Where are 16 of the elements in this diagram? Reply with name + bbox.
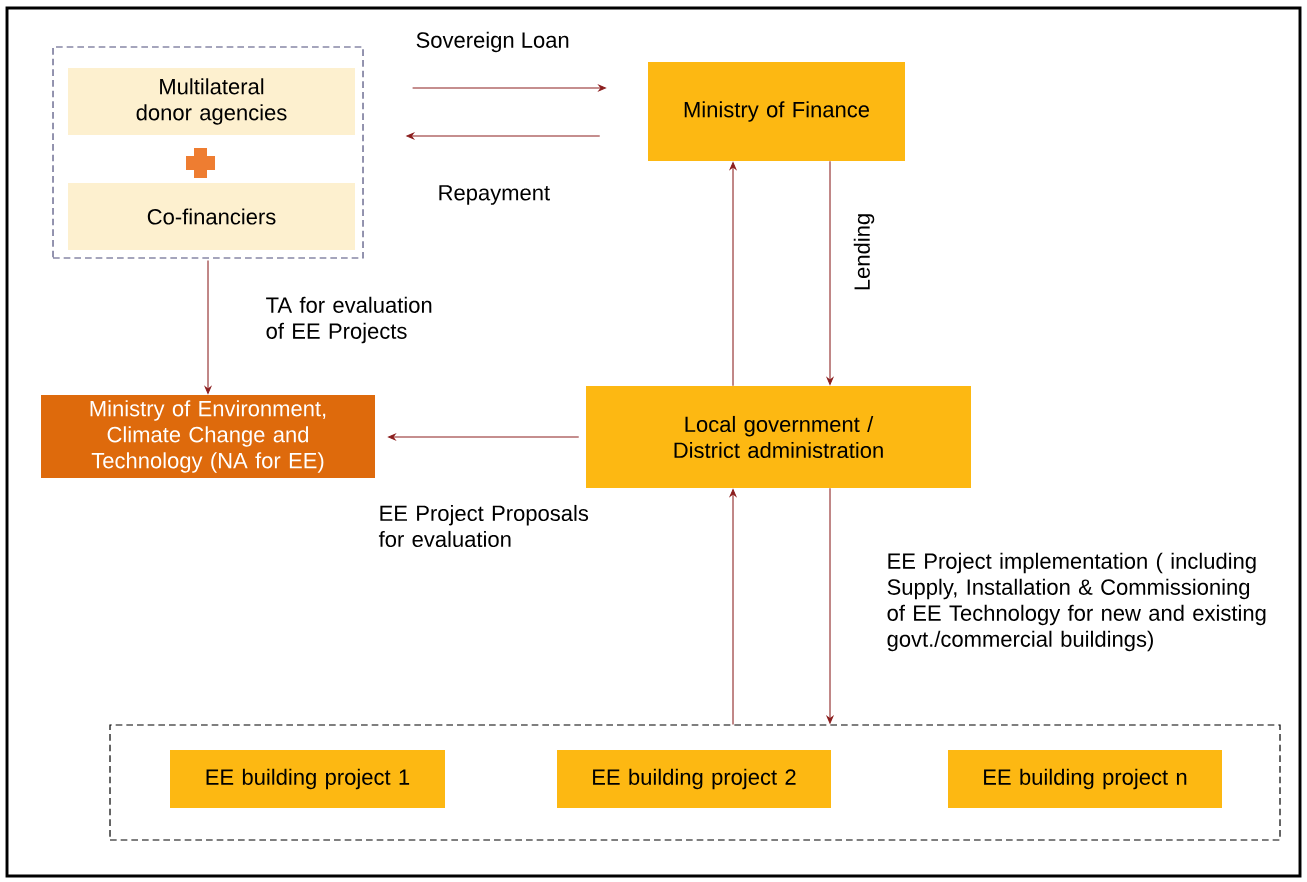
dashed-group-box <box>109 724 1281 841</box>
process-box: Co-financiers <box>68 183 355 250</box>
edge-label: Lending <box>853 214 875 290</box>
process-box: EE building project n <box>948 750 1222 808</box>
edge-label: EE Project implementation ( including Supply, Installation & Commissioning of EE Technology for new and existing govt./commercial buildings) <box>887 552 1266 652</box>
edge-label: TA for evaluation of EE Projects <box>266 296 432 344</box>
edge-label: Sovereign Loan <box>416 31 569 53</box>
dashed-group-box <box>52 46 364 259</box>
process-box: Ministry of Environment, Climate Change and Technology (NA for EE) <box>41 395 375 478</box>
process-box: Ministry of Finance <box>648 62 905 161</box>
process-box: Local government / District administration <box>586 386 971 488</box>
process-box: EE building project 2 <box>557 750 831 808</box>
process-box: Multilateral donor agencies <box>68 68 355 135</box>
process-box: EE building project 1 <box>170 750 445 808</box>
edge-label: EE Project Proposals for evaluation <box>378 504 589 548</box>
edge-label: Repayment <box>439 185 550 205</box>
